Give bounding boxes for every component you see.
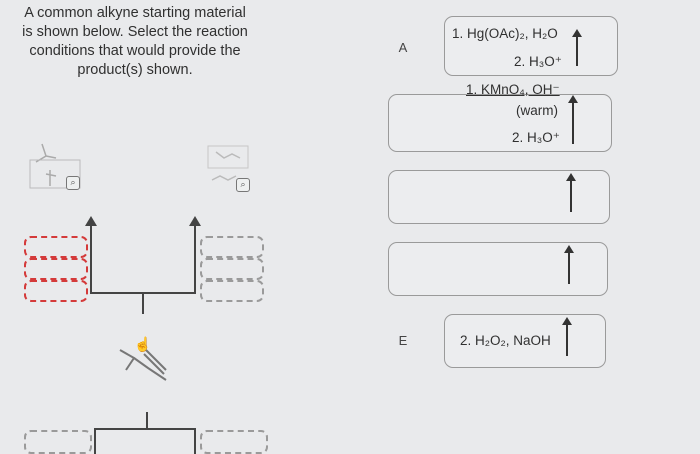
condition-a-1: 1. Hg(OAc)₂, H₂O [452,26,558,41]
tree-line [194,226,196,294]
drop-zone[interactable] [24,280,88,302]
tree-line [142,292,144,314]
answer-box-b[interactable] [388,94,612,152]
condition-b-2: (warm) [516,103,558,118]
answer-box-e[interactable] [444,314,606,368]
answer-box-c[interactable] [388,170,610,224]
product-structure-2 [207,145,249,181]
condition-b-3: 2. H₃O⁺ [512,130,560,145]
arrow-up-icon [572,29,582,66]
tree-line [90,226,92,294]
magnify-icon[interactable]: ⌕ [66,176,80,190]
drop-zone[interactable] [24,430,92,454]
answer-box-d[interactable] [388,242,608,296]
tree-line [94,428,196,430]
question-text: A common alkyne starting material is sho… [10,4,260,80]
arrow-up-icon [568,95,578,144]
drop-zone[interactable] [200,258,264,280]
arrow-up-icon [564,245,574,284]
arrow-up-icon [566,173,576,212]
question-line: is shown below. Select the reaction [22,24,248,40]
tree-line [94,428,96,454]
magnify-icon[interactable]: ⌕ [236,178,250,192]
alkyne-starting-material[interactable]: ☝ [116,334,176,390]
arrow-up-icon [85,216,97,226]
tree-line [194,428,196,454]
question-line: A common alkyne starting material [24,5,246,21]
drop-zone[interactable] [200,236,264,258]
drop-zone[interactable] [24,258,88,280]
condition-b-1: 1. KMnO₄, OH⁻ [466,82,560,97]
condition-a-2: 2. H₃O⁺ [514,54,562,69]
arrow-up-icon [562,317,572,356]
product-structure-1 [29,143,81,189]
row-label-a: A [398,40,408,55]
condition-e-1: 2. H₂O₂, NaOH [460,333,551,348]
drop-zone[interactable] [24,236,88,258]
drop-zone[interactable] [200,280,264,302]
arrow-up-icon [189,216,201,226]
row-label-e: E [398,333,408,348]
answer-box-a[interactable] [444,16,618,76]
product-molecule-1[interactable]: ⌕ [28,140,88,190]
question-line: conditions that would provide the [29,43,241,59]
question-line: product(s) shown. [77,62,193,78]
hand-pointer-icon: ☝ [134,336,152,352]
product-molecule-2[interactable]: ⌕ [198,140,258,192]
alkyne-structure [119,349,167,381]
tree-line [146,412,148,430]
drop-zone[interactable] [200,430,268,454]
